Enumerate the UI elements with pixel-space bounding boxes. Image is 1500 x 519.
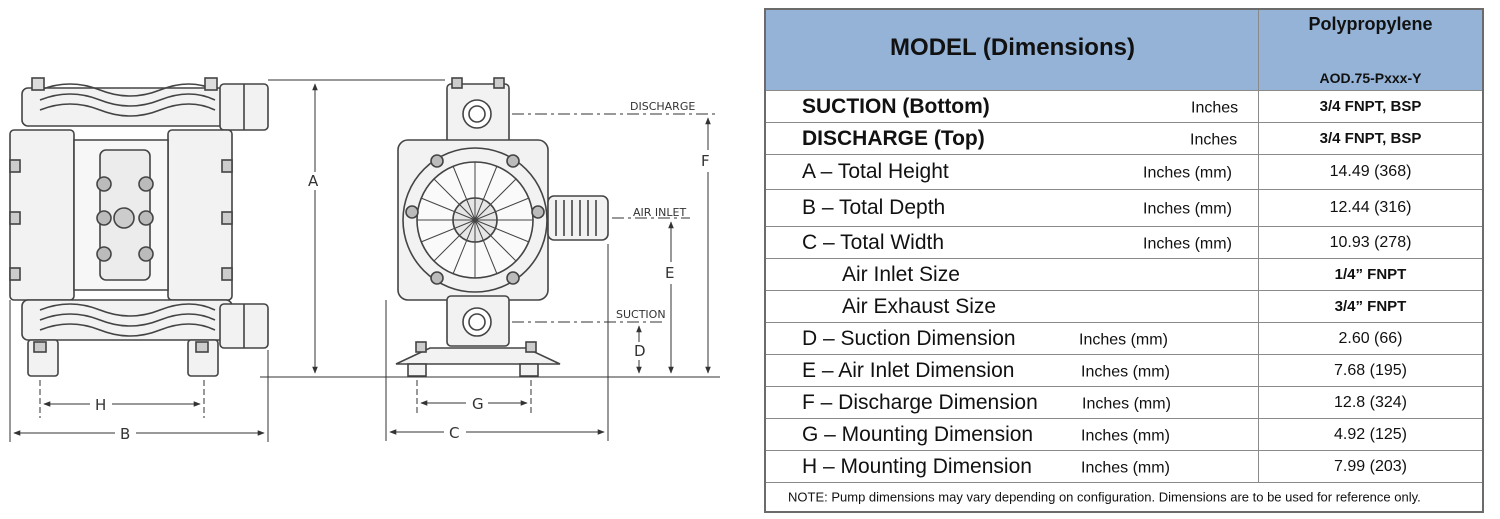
row-unit: Inches (1191, 98, 1239, 116)
header-material: Polypropylene (1308, 14, 1433, 34)
row-label: H – Mounting Dimension (802, 454, 1032, 478)
row-value: 12.44 (316) (1329, 199, 1412, 216)
table-row: SUCTION (Bottom) Inches 3/4 FNPT, BSP (766, 91, 1482, 123)
dim-label-g: G (472, 395, 484, 413)
row-unit: Inches (mm) (1143, 234, 1232, 252)
row-unit: Inches (mm) (1143, 200, 1232, 218)
row-label-cell: E – Air Inlet Dimension Inches (mm) (766, 355, 1259, 386)
dim-label-e: E (665, 264, 674, 282)
table-row: E – Air Inlet Dimension Inches (mm) 7.68… (766, 355, 1482, 387)
row-label: F – Discharge Dimension (802, 390, 1038, 414)
dim-label-c: C (449, 424, 459, 442)
row-value: 1/4” FNPT (1334, 266, 1407, 283)
table-row: Air Inlet Size 1/4” FNPT (766, 259, 1482, 291)
table-row: G – Mounting Dimension Inches (mm) 4.92 … (766, 419, 1482, 451)
row-label-cell: B – Total Depth Inches (mm) (766, 190, 1259, 226)
row-label: D – Suction Dimension (802, 326, 1016, 350)
row-label-cell: D – Suction Dimension Inches (mm) (766, 323, 1259, 354)
header-model-cell: MODEL (Dimensions) (766, 10, 1259, 90)
row-unit: Inches (1190, 130, 1238, 148)
front-view-dimensions (385, 113, 715, 441)
header-model-number: AOD.75-Pxxx-Y (1319, 70, 1422, 86)
header-model-title: MODEL (Dimensions) (890, 34, 1135, 61)
row-label: G – Mounting Dimension (802, 422, 1034, 446)
row-value: 2.60 (66) (1338, 329, 1403, 347)
row-label-cell: F – Discharge Dimension Inches (mm) (766, 387, 1259, 418)
row-unit: Inches (mm) (1081, 426, 1170, 444)
dim-label-h: H (95, 396, 106, 414)
pump-dimension-drawing: A H B (9, 77, 720, 443)
dimension-spec-table: MODEL (Dimensions) Polypropylene AOD.75-… (764, 8, 1484, 513)
row-label: SUCTION (Bottom) (802, 94, 990, 118)
label-air-inlet: AIR INLET (633, 206, 686, 219)
table-row: C – Total Width Inches (mm) 10.93 (278) (766, 227, 1482, 259)
dim-label-a: A (308, 172, 319, 190)
pump-front-view (395, 77, 609, 377)
side-view-dimensions (9, 79, 720, 442)
row-value: 7.68 (195) (1334, 361, 1407, 379)
row-unit: Inches (mm) (1143, 164, 1232, 182)
row-label-cell: H – Mounting Dimension Inches (mm) (766, 451, 1259, 482)
table-note-row: NOTE: Pump dimensions may vary depending… (766, 483, 1482, 511)
row-value: 3/4 FNPT, BSP (1319, 130, 1422, 147)
row-label: DISCHARGE (Top) (802, 126, 985, 150)
row-value: 3/4” FNPT (1334, 298, 1407, 315)
row-label: Air Exhaust Size (842, 294, 997, 318)
row-label: B – Total Depth (802, 196, 946, 219)
table-row: A – Total Height Inches (mm) 14.49 (368) (766, 155, 1482, 190)
row-value: 4.92 (125) (1334, 425, 1407, 443)
row-unit: Inches (mm) (1079, 330, 1168, 348)
table-row: F – Discharge Dimension Inches (mm) 12.8… (766, 387, 1482, 419)
row-value: 12.8 (324) (1334, 393, 1407, 411)
row-label-cell: G – Mounting Dimension Inches (mm) (766, 419, 1259, 450)
row-label-cell: DISCHARGE (Top) Inches (766, 123, 1259, 154)
table-header-row: MODEL (Dimensions) Polypropylene AOD.75-… (766, 10, 1482, 91)
row-label-cell: Air Inlet Size (766, 259, 1259, 290)
row-unit: Inches (mm) (1081, 362, 1170, 380)
row-label-cell: Air Exhaust Size (766, 291, 1259, 322)
row-label-cell: SUCTION (Bottom) Inches (766, 91, 1259, 122)
row-unit: Inches (mm) (1081, 458, 1170, 476)
label-suction: SUCTION (616, 308, 666, 321)
pump-side-view (9, 77, 269, 377)
row-label: E – Air Inlet Dimension (802, 358, 1015, 382)
dim-label-b: B (120, 425, 130, 443)
table-row: B – Total Depth Inches (mm) 12.44 (316) (766, 190, 1482, 227)
row-label-cell: A – Total Height Inches (mm) (766, 155, 1259, 189)
table-row: DISCHARGE (Top) Inches 3/4 FNPT, BSP (766, 123, 1482, 155)
row-value: 3/4 FNPT, BSP (1319, 98, 1422, 115)
row-unit: Inches (mm) (1082, 394, 1171, 412)
row-value: 14.49 (368) (1329, 163, 1412, 180)
row-label: Air Inlet Size (842, 262, 960, 286)
table-row: Air Exhaust Size 3/4” FNPT (766, 291, 1482, 323)
row-label: C – Total Width (802, 230, 945, 254)
header-material-cell: Polypropylene AOD.75-Pxxx-Y (1259, 10, 1482, 90)
row-label-cell: C – Total Width Inches (mm) (766, 227, 1259, 258)
table-row: D – Suction Dimension Inches (mm) 2.60 (… (766, 323, 1482, 355)
label-discharge: DISCHARGE (630, 100, 695, 113)
dim-label-f: F (701, 152, 710, 170)
table-row: H – Mounting Dimension Inches (mm) 7.99 … (766, 451, 1482, 483)
row-value: 10.93 (278) (1329, 233, 1412, 251)
dim-label-d: D (634, 342, 646, 360)
table-note: NOTE: Pump dimensions may vary depending… (788, 489, 1421, 505)
row-label: A – Total Height (802, 160, 949, 183)
row-value: 7.99 (203) (1334, 457, 1407, 475)
